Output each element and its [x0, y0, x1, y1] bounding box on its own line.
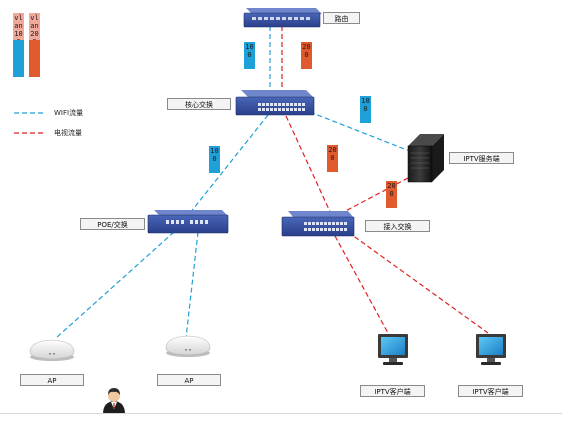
switch-icon	[147, 210, 229, 234]
router-label: 路由	[323, 12, 360, 24]
core-switch-label: 核心交换	[167, 98, 231, 110]
vlan-tag-wifi-label: vlan100	[13, 13, 24, 46]
switch-icon	[281, 211, 355, 237]
link-server-access	[335, 177, 409, 217]
poe-switch-label: POE/交换	[80, 218, 145, 230]
link-tag-server-access: 200	[386, 181, 397, 208]
person-icon	[103, 388, 125, 414]
link-tag-core-access: 200	[327, 145, 338, 172]
iptv-client-label: IPTV客户端	[360, 385, 425, 397]
link-core-poe	[189, 114, 269, 214]
vlan-tag-wifi-swatch	[13, 40, 24, 77]
vlan-tag-iptv-swatch	[29, 40, 40, 77]
iptv-legend-label: 电视流量	[54, 129, 82, 137]
router-icon	[243, 8, 322, 28]
monitor-icon	[476, 334, 506, 365]
link-tag-router-core-wifi: 100	[244, 42, 255, 69]
vlan-tag-iptv-label: vlan200	[29, 13, 40, 46]
ap-label: AP	[157, 374, 221, 386]
link-tag-core-server: 100	[360, 96, 371, 123]
access-point-icon	[29, 339, 75, 361]
link-poe-ap2	[185, 231, 199, 339]
wifi-legend-label: WIFI流量	[54, 109, 84, 117]
access-point-icon	[165, 335, 211, 357]
link-access-client1	[334, 235, 389, 334]
iptv-server-label: IPTV服务端	[449, 152, 514, 164]
link-tag-router-core-iptv: 200	[301, 42, 312, 69]
bottom-divider	[0, 413, 562, 414]
server-icon	[407, 134, 444, 183]
link-core-server	[309, 111, 413, 153]
link-core-access	[285, 115, 333, 217]
link-access-client2	[347, 231, 489, 334]
switch-icon	[235, 90, 315, 116]
link-poe-ap1	[55, 231, 175, 339]
link-tag-core-poe: 100	[209, 146, 220, 173]
iptv-client-label: IPTV客户端	[458, 385, 523, 397]
access-switch-label: 接入交换	[365, 220, 430, 232]
ap-label: AP	[20, 374, 84, 386]
monitor-icon	[378, 334, 408, 365]
